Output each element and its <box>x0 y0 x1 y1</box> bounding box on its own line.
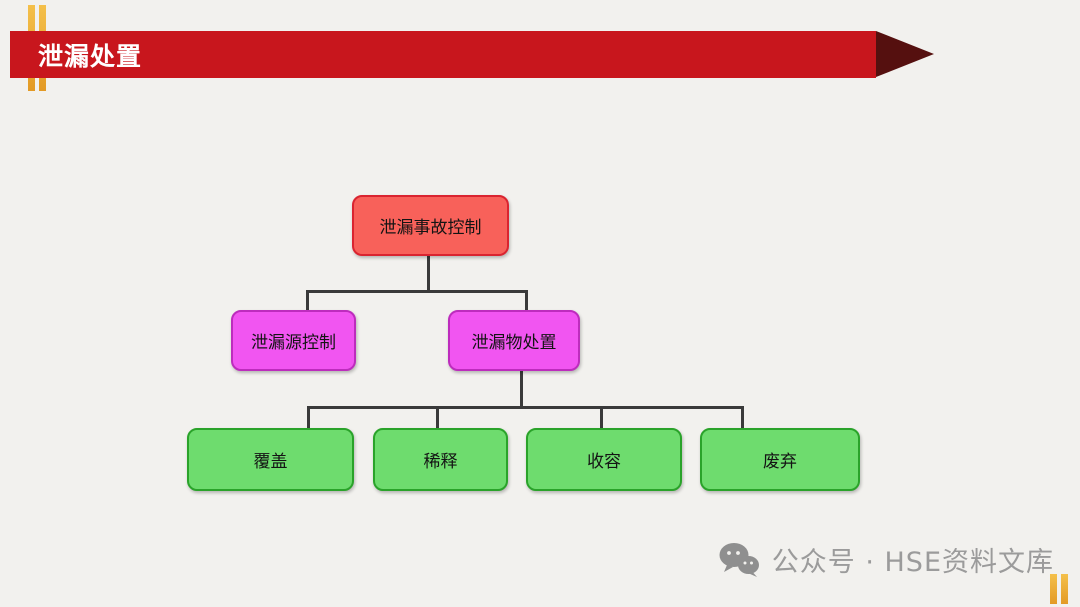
gold-accent-bar-bottom-right-2 <box>1061 574 1068 604</box>
slide-title: 泄漏处置 <box>38 41 143 71</box>
banner-arrow-shape <box>876 31 934 77</box>
node-label: 覆盖 <box>253 452 288 472</box>
connector-stub-cover <box>307 406 310 428</box>
connector-stub-source-control <box>306 290 309 311</box>
connector-root-vertical <box>427 252 430 290</box>
connector-branch-vertical <box>520 367 523 406</box>
gold-accent-bar-bottom-right-1 <box>1050 574 1057 604</box>
node-dilute: 稀释 <box>373 428 508 491</box>
node-leak-accident-control: 泄漏事故控制 <box>352 195 509 256</box>
node-label: 废弃 <box>763 452 797 472</box>
connector-stub-contain <box>600 406 603 428</box>
node-cover: 覆盖 <box>187 428 354 491</box>
connector-stub-discard <box>741 406 744 428</box>
node-contain: 收容 <box>526 428 682 491</box>
connector-stub-dilute <box>436 406 439 428</box>
node-label: 收容 <box>587 452 621 472</box>
wechat-icon <box>719 542 759 577</box>
node-label: 稀释 <box>423 452 458 472</box>
node-label: 泄漏事故控制 <box>379 218 482 238</box>
connector-level3-horizontal <box>307 406 744 409</box>
node-label: 泄漏源控制 <box>251 333 336 353</box>
connector-level2-horizontal <box>306 290 528 293</box>
node-leak-source-control: 泄漏源控制 <box>231 310 356 371</box>
connector-stub-material-disposal <box>525 290 528 311</box>
title-banner: 泄漏处置 <box>10 31 876 78</box>
watermark-text: 公众号 · HSE资料文库 <box>771 547 1054 578</box>
node-label: 泄漏物处置 <box>471 333 557 353</box>
watermark: 公众号 · HSE资料文库 <box>718 540 1054 579</box>
node-leak-material-disposal: 泄漏物处置 <box>448 310 580 371</box>
node-discard: 废弃 <box>700 428 860 491</box>
